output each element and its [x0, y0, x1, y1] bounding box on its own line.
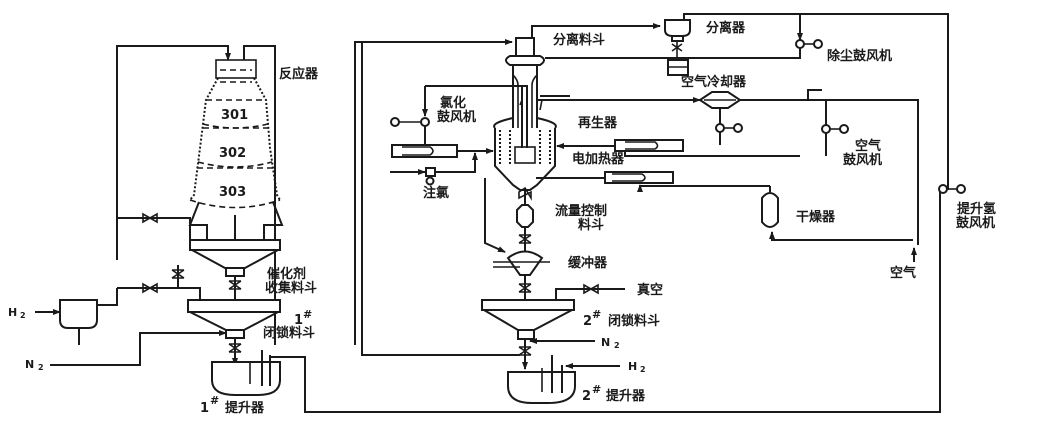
reactor-label: 反应器 — [279, 66, 319, 82]
lock-hopper-1-number: 1 — [294, 313, 303, 328]
air-blower-icon — [821, 124, 831, 134]
dryer — [761, 192, 779, 228]
lift-h2-return-line — [270, 190, 941, 413]
zone-302-label: 302 — [219, 146, 246, 161]
chlorination-blower-icon — [390, 117, 400, 127]
reactor-outlet-line — [243, 45, 276, 345]
chlorination-blower-label-1: 氯化 — [440, 95, 466, 111]
catalyst-hopper-label-2: 收集料斗 — [265, 280, 317, 296]
catalyst-collection-hopper — [189, 239, 281, 300]
valve-icon — [228, 280, 242, 290]
flow-control-hopper-label-2: 料斗 — [578, 217, 604, 233]
h2-subscript-2: 2 — [640, 365, 646, 374]
chlorine-injection-valve — [425, 167, 436, 177]
lock-hopper-1 — [187, 299, 281, 366]
reactor: 301 302 303 — [188, 59, 284, 240]
separation-hopper — [505, 37, 545, 160]
lifter-1-number: 1 — [200, 401, 209, 416]
reactor-shell-right — [253, 77, 281, 201]
regenerator-label: 再生器 — [578, 115, 618, 131]
n2-subscript-2: 2 — [614, 341, 620, 350]
lift-h2-blower-label-1: 提升氢 — [957, 201, 996, 217]
air-blower-label-2: 鼓风机 — [843, 152, 882, 168]
reactor-top-neck — [215, 59, 257, 79]
lock-hopper-2-number: 2 — [583, 314, 592, 329]
dust-blower-icon — [795, 39, 805, 49]
valve-icon — [518, 234, 532, 244]
h2-inlet-label: H — [8, 306, 17, 319]
vacuum-label: 真空 — [637, 282, 663, 298]
separation-hopper-label: 分离料斗 — [553, 32, 605, 48]
electric-heater-label: 电加热器 — [572, 151, 625, 167]
valve-icon — [518, 346, 532, 356]
lift-h2-blower-icon — [938, 184, 948, 194]
valve-icon — [671, 43, 683, 52]
lifter-2-number: 2 — [582, 389, 591, 404]
reactor-shell-left — [189, 77, 219, 201]
chlorine-injection-label: 注氯 — [423, 185, 449, 201]
lifter-1-label: 提升器 — [225, 400, 265, 416]
lock-hopper-2-label: 闭锁料斗 — [608, 313, 660, 329]
zone-301-label: 301 — [221, 108, 248, 123]
n2-line — [50, 330, 227, 366]
reactor-feed-line — [116, 45, 231, 260]
separator — [664, 19, 691, 76]
valve-icon — [228, 343, 242, 353]
valve-icon — [518, 186, 532, 201]
buffer — [506, 250, 544, 276]
air-blower-label-1: 空气 — [855, 138, 881, 154]
separator-label: 分离器 — [706, 20, 746, 36]
lock-hopper-2-mark: # — [592, 308, 601, 321]
lifter-2-label: 提升器 — [606, 388, 646, 404]
lift-h2-blower-label-2: 鼓风机 — [956, 215, 995, 231]
air-cooler-label: 空气冷却器 — [681, 74, 747, 90]
chlorination-blower-label-2: 鼓风机 — [437, 109, 476, 125]
zone-303-label: 303 — [219, 185, 246, 200]
flow-control-hopper — [516, 204, 534, 228]
n2-inlet-label: N — [25, 358, 34, 371]
lifter-1-mark: # — [210, 394, 219, 407]
valve-icon — [171, 269, 185, 279]
catalyst-hopper-label-1: 催化剂 — [267, 266, 306, 282]
n2-label-2: N — [601, 336, 610, 349]
lifter-2-mark: # — [592, 383, 601, 396]
lock-hopper-2 — [481, 299, 575, 370]
flow-control-hopper-label-1: 流量控制 — [555, 203, 607, 219]
regenerator — [493, 85, 557, 191]
buffer-label: 缓冲器 — [568, 255, 608, 271]
dryer-label: 干燥器 — [796, 209, 836, 225]
lock-hopper-1-mark: # — [303, 308, 312, 321]
valve-icon — [518, 283, 532, 293]
h2-subscript: 2 — [20, 311, 26, 320]
valve-icon — [142, 212, 158, 224]
air-inlet-label: 空气 — [890, 265, 916, 281]
n2-subscript: 2 — [38, 363, 44, 372]
lift-line-to-regenerator — [361, 42, 520, 356]
valve-icon — [583, 283, 599, 295]
h2-label-2: H — [628, 360, 637, 373]
lock-hopper-1-label: 闭锁料斗 — [263, 325, 315, 341]
dust-blower-label: 除尘鼓风机 — [827, 48, 892, 64]
valve-icon — [142, 282, 158, 294]
h2-drum — [59, 299, 98, 329]
air-cooler-blower-icon — [715, 123, 725, 133]
